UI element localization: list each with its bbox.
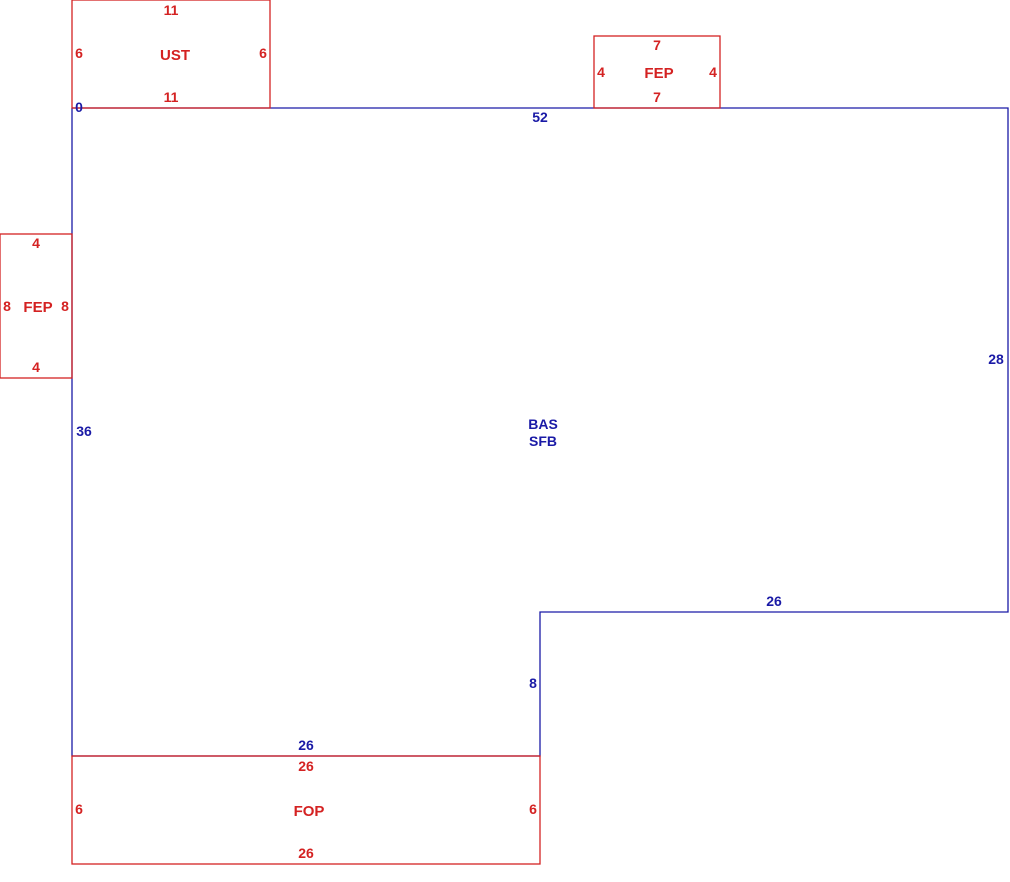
fep-top-dim-bottom: 7 (653, 89, 661, 105)
ust-dim-top: 11 (164, 2, 179, 18)
fop-dim-bottom: 26 (298, 845, 314, 861)
fop-dim-right: 6 (529, 801, 537, 817)
ust-label: UST (160, 47, 190, 64)
fep-left-dim-bottom: 4 (32, 359, 40, 375)
ust-dim-right: 6 (259, 45, 267, 61)
fep-left-label: FEP (23, 299, 52, 316)
main-area-code-2: SFB (529, 433, 557, 449)
fop-dim-top: 26 (298, 758, 314, 774)
fep-left-dim-left: 8 (3, 298, 11, 314)
fep-top-label: FEP (644, 65, 673, 82)
main-origin-label: 0 (75, 99, 83, 115)
fep-top-outline (593, 35, 721, 109)
fep-top-dim-right: 4 (709, 64, 717, 80)
ust-dim-bottom: 11 (164, 89, 179, 105)
main-dim-step-vertical: 8 (529, 675, 537, 691)
fep-left-dim-right: 8 (61, 298, 69, 314)
fop-outline (71, 755, 541, 865)
fep-top-dim-top: 7 (653, 37, 661, 53)
ust-dim-left: 6 (75, 45, 83, 61)
main-area-outline (71, 107, 1009, 757)
main-dim-step-top: 26 (766, 593, 782, 609)
fep-left-dim-top: 4 (32, 235, 40, 251)
fop-dim-left: 6 (75, 801, 83, 817)
main-area-code-1: BAS (528, 416, 558, 432)
main-dim-right: 28 (988, 351, 1004, 367)
fep-left-outline (0, 233, 73, 379)
main-dim-bottom: 26 (298, 737, 314, 753)
ust-outline (71, 0, 271, 109)
main-dim-top: 52 (532, 109, 548, 125)
fep-top-dim-left: 4 (597, 64, 605, 80)
main-dim-left: 36 (76, 423, 92, 439)
fop-label: FOP (294, 803, 325, 820)
